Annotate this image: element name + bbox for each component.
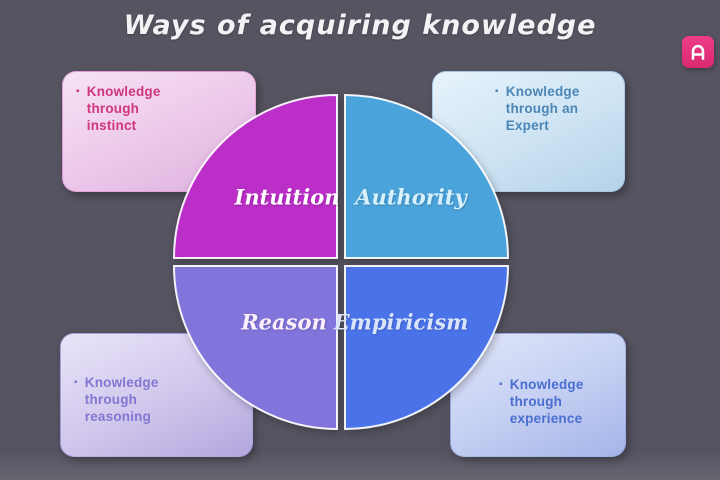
bullet-icon: ▪ (495, 86, 499, 97)
callout-text: Knowledge through instinct (86, 84, 161, 133)
callout-note: ▪ Knowledge through reasoning (74, 374, 252, 425)
callout-instinct: ▪ Knowledge through instinct (62, 71, 256, 192)
pie-slice-intuition (172, 93, 338, 259)
brand-logo (682, 36, 714, 68)
page-title: Ways of acquiring knowledge (123, 10, 597, 41)
callout-text: Knowledge through reasoning (84, 375, 159, 424)
pie-slice-authority (344, 93, 510, 259)
pie-label-authority: Authority (355, 184, 467, 210)
pie-label-intuition: Intuition (234, 184, 340, 210)
bullet-icon: ▪ (74, 377, 78, 388)
callout-note: ▪ Knowledge through an Expert (495, 83, 624, 134)
pie-slice-empiricism (344, 265, 510, 431)
callout-note: ▪ Knowledge through experience (499, 376, 625, 427)
pie-label-reason: Reason (241, 309, 327, 335)
callout-text: Knowledge through an Expert (505, 84, 580, 133)
pie-label-empiricism: Empiricism (333, 309, 469, 335)
monogram-h-arch-icon (691, 44, 705, 60)
bullet-icon: ▪ (76, 86, 80, 97)
pie-slice-reason (172, 265, 338, 431)
callout-note: ▪ Knowledge through instinct (76, 83, 255, 134)
bullet-icon: ▪ (499, 379, 503, 390)
pie-diagram (172, 93, 510, 431)
callout-text: Knowledge through experience (509, 377, 584, 426)
